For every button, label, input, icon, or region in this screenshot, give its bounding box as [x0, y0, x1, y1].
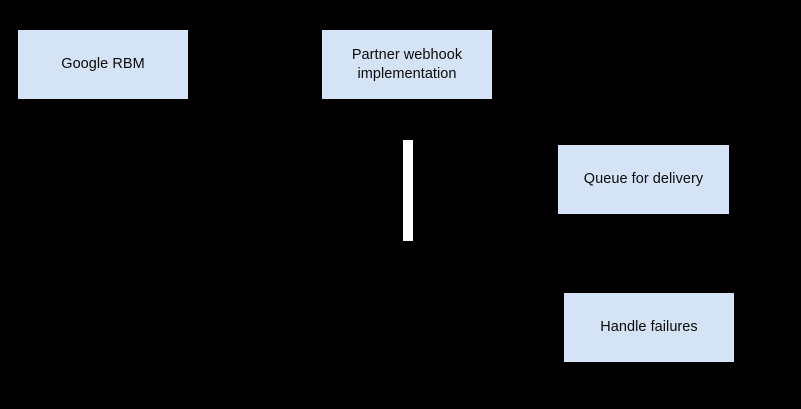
- diagram-node-label: Google RBM: [61, 56, 145, 72]
- diagram-node-label: Handle failures: [600, 319, 698, 335]
- connector-webhook-to-queue: [403, 140, 413, 241]
- diagram-node-google-rbm[interactable]: Google RBM: [18, 30, 188, 99]
- diagram-node-partner-webhook-implementation[interactable]: Partner webhook implementation: [322, 30, 492, 99]
- diagram-node-label: Partner webhook implementation: [351, 46, 463, 82]
- diagram-node-label: Queue for delivery: [583, 171, 704, 187]
- diagram-node-handle-failures[interactable]: Handle failures: [564, 293, 734, 362]
- diagram-node-queue-for-delivery[interactable]: Queue for delivery: [558, 145, 729, 214]
